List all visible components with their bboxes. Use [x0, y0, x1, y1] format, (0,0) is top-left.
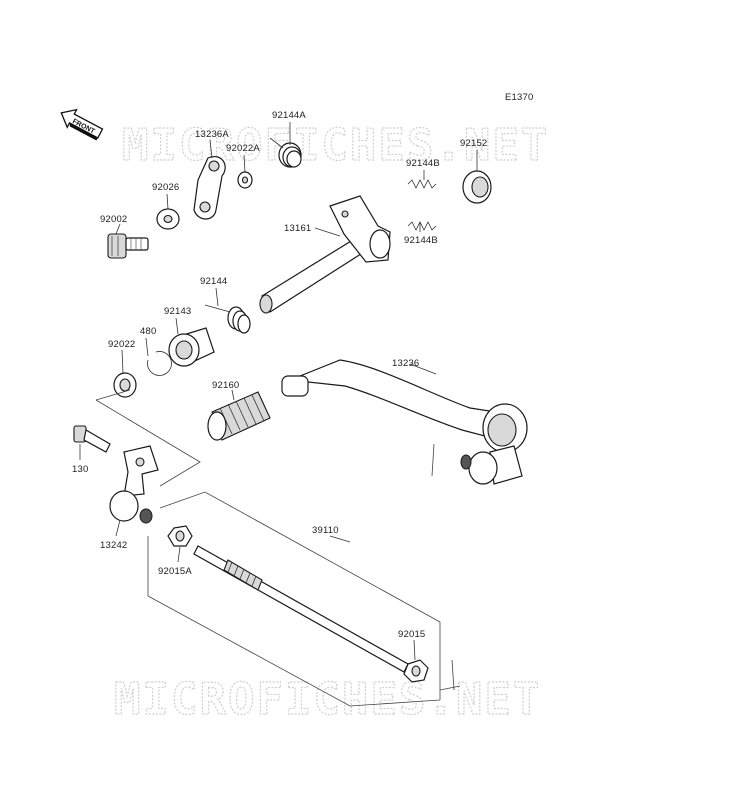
leader-lines	[79, 122, 478, 661]
label-92022A: 92022A	[226, 143, 260, 154]
assembly-frame-lower	[147, 491, 461, 707]
label-130: 130	[72, 464, 88, 475]
assembly-frame-upper	[95, 389, 201, 487]
label-92015: 92015	[398, 629, 425, 640]
part-13161-shaft	[259, 195, 391, 314]
part-13236A-lever	[193, 156, 226, 220]
part-92144B-spring-upper	[407, 179, 437, 189]
part-92160-rubber	[207, 391, 271, 441]
label-92144B-upper: 92144B	[406, 158, 440, 169]
part-92152-seal	[462, 170, 492, 204]
part-92144B-spring-lower	[407, 221, 437, 231]
part-92143-collar	[168, 327, 215, 367]
label-92144: 92144	[200, 276, 227, 287]
part-92026-washer	[156, 208, 180, 230]
part-92144-spring	[204, 304, 251, 334]
label-13236: 13236	[392, 358, 419, 369]
part-92002-bolt	[107, 233, 149, 259]
label-92002: 92002	[100, 214, 127, 225]
part-92022A-washer	[237, 171, 253, 189]
label-13242: 13242	[100, 540, 127, 551]
part-130-bolt	[73, 425, 111, 453]
label-92144B-lower: 92144B	[404, 235, 438, 246]
label-92152: 92152	[460, 138, 487, 149]
label-92022: 92022	[108, 339, 135, 350]
label-92026: 92026	[152, 182, 179, 193]
part-92015A-nut	[167, 525, 193, 547]
label-92160: 92160	[212, 380, 239, 391]
part-92015-nut	[403, 659, 429, 683]
diagram-code: E1370	[505, 92, 533, 103]
label-13236A: 13236A	[195, 129, 229, 140]
label-480: 480	[140, 326, 156, 337]
label-13161: 13161	[284, 223, 311, 234]
part-13236-pedal	[281, 359, 528, 485]
label-92015A: 92015A	[158, 566, 192, 577]
label-92143: 92143	[164, 306, 191, 317]
part-39110-rod	[193, 545, 409, 673]
part-480-circlip	[147, 351, 172, 376]
part-92144A-spring	[269, 137, 302, 168]
label-39110: 39110	[312, 525, 339, 536]
watermark-bottom: MICROFICHES.NET	[114, 674, 541, 725]
label-92144A: 92144A	[272, 110, 306, 121]
part-92022-washer	[113, 372, 137, 398]
front-arrow-icon: FRONT	[60, 108, 104, 141]
part-13242-lever-end	[109, 445, 159, 524]
